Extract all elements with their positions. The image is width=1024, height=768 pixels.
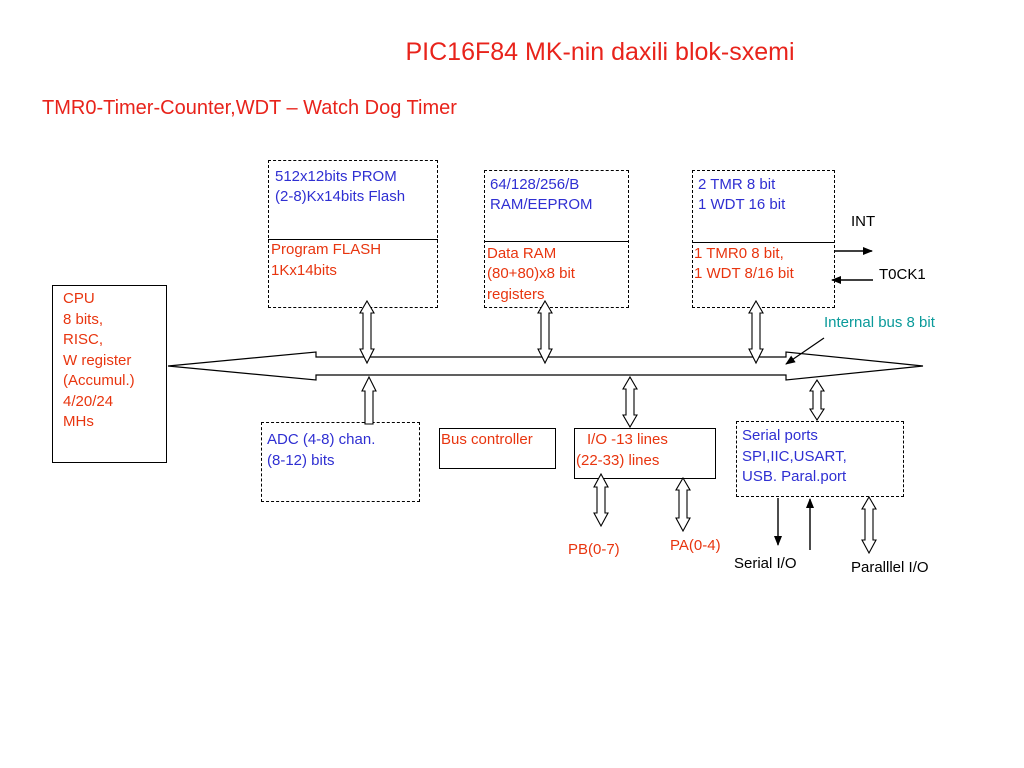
serial-ports-line-3: USB. Paral.port xyxy=(742,468,847,485)
cpu-line-2: 8 bits, xyxy=(63,311,104,328)
parallel-io-double-arrow xyxy=(861,495,877,555)
cpu-line-7: MHs xyxy=(63,413,94,430)
page-title: PIC16F84 MK-nin daxili blok-sxemi xyxy=(405,38,795,66)
timer-spec-line-1: 2 TMR 8 bit xyxy=(698,176,776,193)
adc-line-1: ADC (4-8) chan. xyxy=(267,431,376,448)
serial-ports-block xyxy=(736,421,904,497)
prom-bus-double-arrow xyxy=(359,299,375,365)
adc-line-2: (8-12) bits xyxy=(267,452,335,469)
prom-spec-line-2: (2-8)Kx14bits Flash xyxy=(275,188,406,205)
cpu-block xyxy=(52,285,167,463)
program-flash-line-1: Program FLASH xyxy=(271,241,382,258)
timer-bus-double-arrow xyxy=(748,299,764,365)
adc-bus-arrow xyxy=(361,375,377,425)
timer-block xyxy=(692,170,835,308)
data-ram-line-1: Data RAM xyxy=(487,245,557,262)
serial-ports-line-1: Serial ports xyxy=(742,427,818,444)
ram-spec-line-1: 64/128/256/B xyxy=(490,176,580,193)
ram-block xyxy=(484,170,629,308)
page-subtitle: TMR0-Timer-Counter,WDT – Watch Dog Timer xyxy=(42,97,457,119)
data-ram-line-3: registers xyxy=(487,286,545,303)
pa-port-label: PA(0-4) xyxy=(670,537,721,554)
cpu-line-3: RISC, xyxy=(63,331,104,348)
io-block xyxy=(574,428,716,479)
cpu-line-6: 4/20/24 xyxy=(63,393,114,410)
cpu-line-5: (Accumul.) xyxy=(63,372,135,389)
timer-spec-line-2: 1 WDT 16 bit xyxy=(698,196,786,213)
ram-spec-line-2: RAM/EEPROM xyxy=(490,196,593,213)
parallel-io-label: Paralllel I/O xyxy=(851,559,929,576)
bus-controller-block xyxy=(439,428,556,469)
serial-bus-double-arrow xyxy=(808,378,826,422)
prom-block-divider xyxy=(268,239,438,240)
pb-port-double-arrow xyxy=(593,472,609,528)
cpu-line-4: W register xyxy=(63,352,132,369)
tmr0-line-1: 1 TMR0 8 bit, xyxy=(694,245,784,262)
pb-port-label: PB(0-7) xyxy=(568,541,620,558)
io-bus-double-arrow xyxy=(622,375,638,429)
adc-block xyxy=(261,422,420,502)
pa-port-double-arrow xyxy=(675,476,691,533)
prom-block xyxy=(268,160,438,308)
cpu-line-1: CPU xyxy=(63,290,95,307)
io-line-1: I/O -13 lines xyxy=(587,431,668,448)
tmr0-line-2: 1 WDT 8/16 bit xyxy=(694,265,794,282)
bus-controller-label: Bus controller xyxy=(441,431,533,448)
ram-bus-double-arrow xyxy=(537,299,553,365)
timer-block-divider xyxy=(692,242,835,243)
ram-block-divider xyxy=(484,241,629,242)
internal-bus-pointer-arrow xyxy=(785,337,825,365)
int-label: INT xyxy=(851,213,876,230)
serial-ports-line-2: SPI,IIC,USART, xyxy=(742,448,847,465)
program-flash-line-2: 1Kx14bits xyxy=(271,262,337,279)
t0ck1-label: T0CK1 xyxy=(879,266,926,283)
internal-bus-label: Internal bus 8 bit xyxy=(824,314,935,331)
data-ram-line-2: (80+80)x8 bit xyxy=(487,265,575,282)
io-line-2: (22-33) lines xyxy=(576,452,660,469)
serial-io-label: Serial I/O xyxy=(734,555,797,572)
prom-spec-line-1: 512x12bits PROM xyxy=(275,168,397,185)
internal-bus-arrow xyxy=(167,351,924,381)
